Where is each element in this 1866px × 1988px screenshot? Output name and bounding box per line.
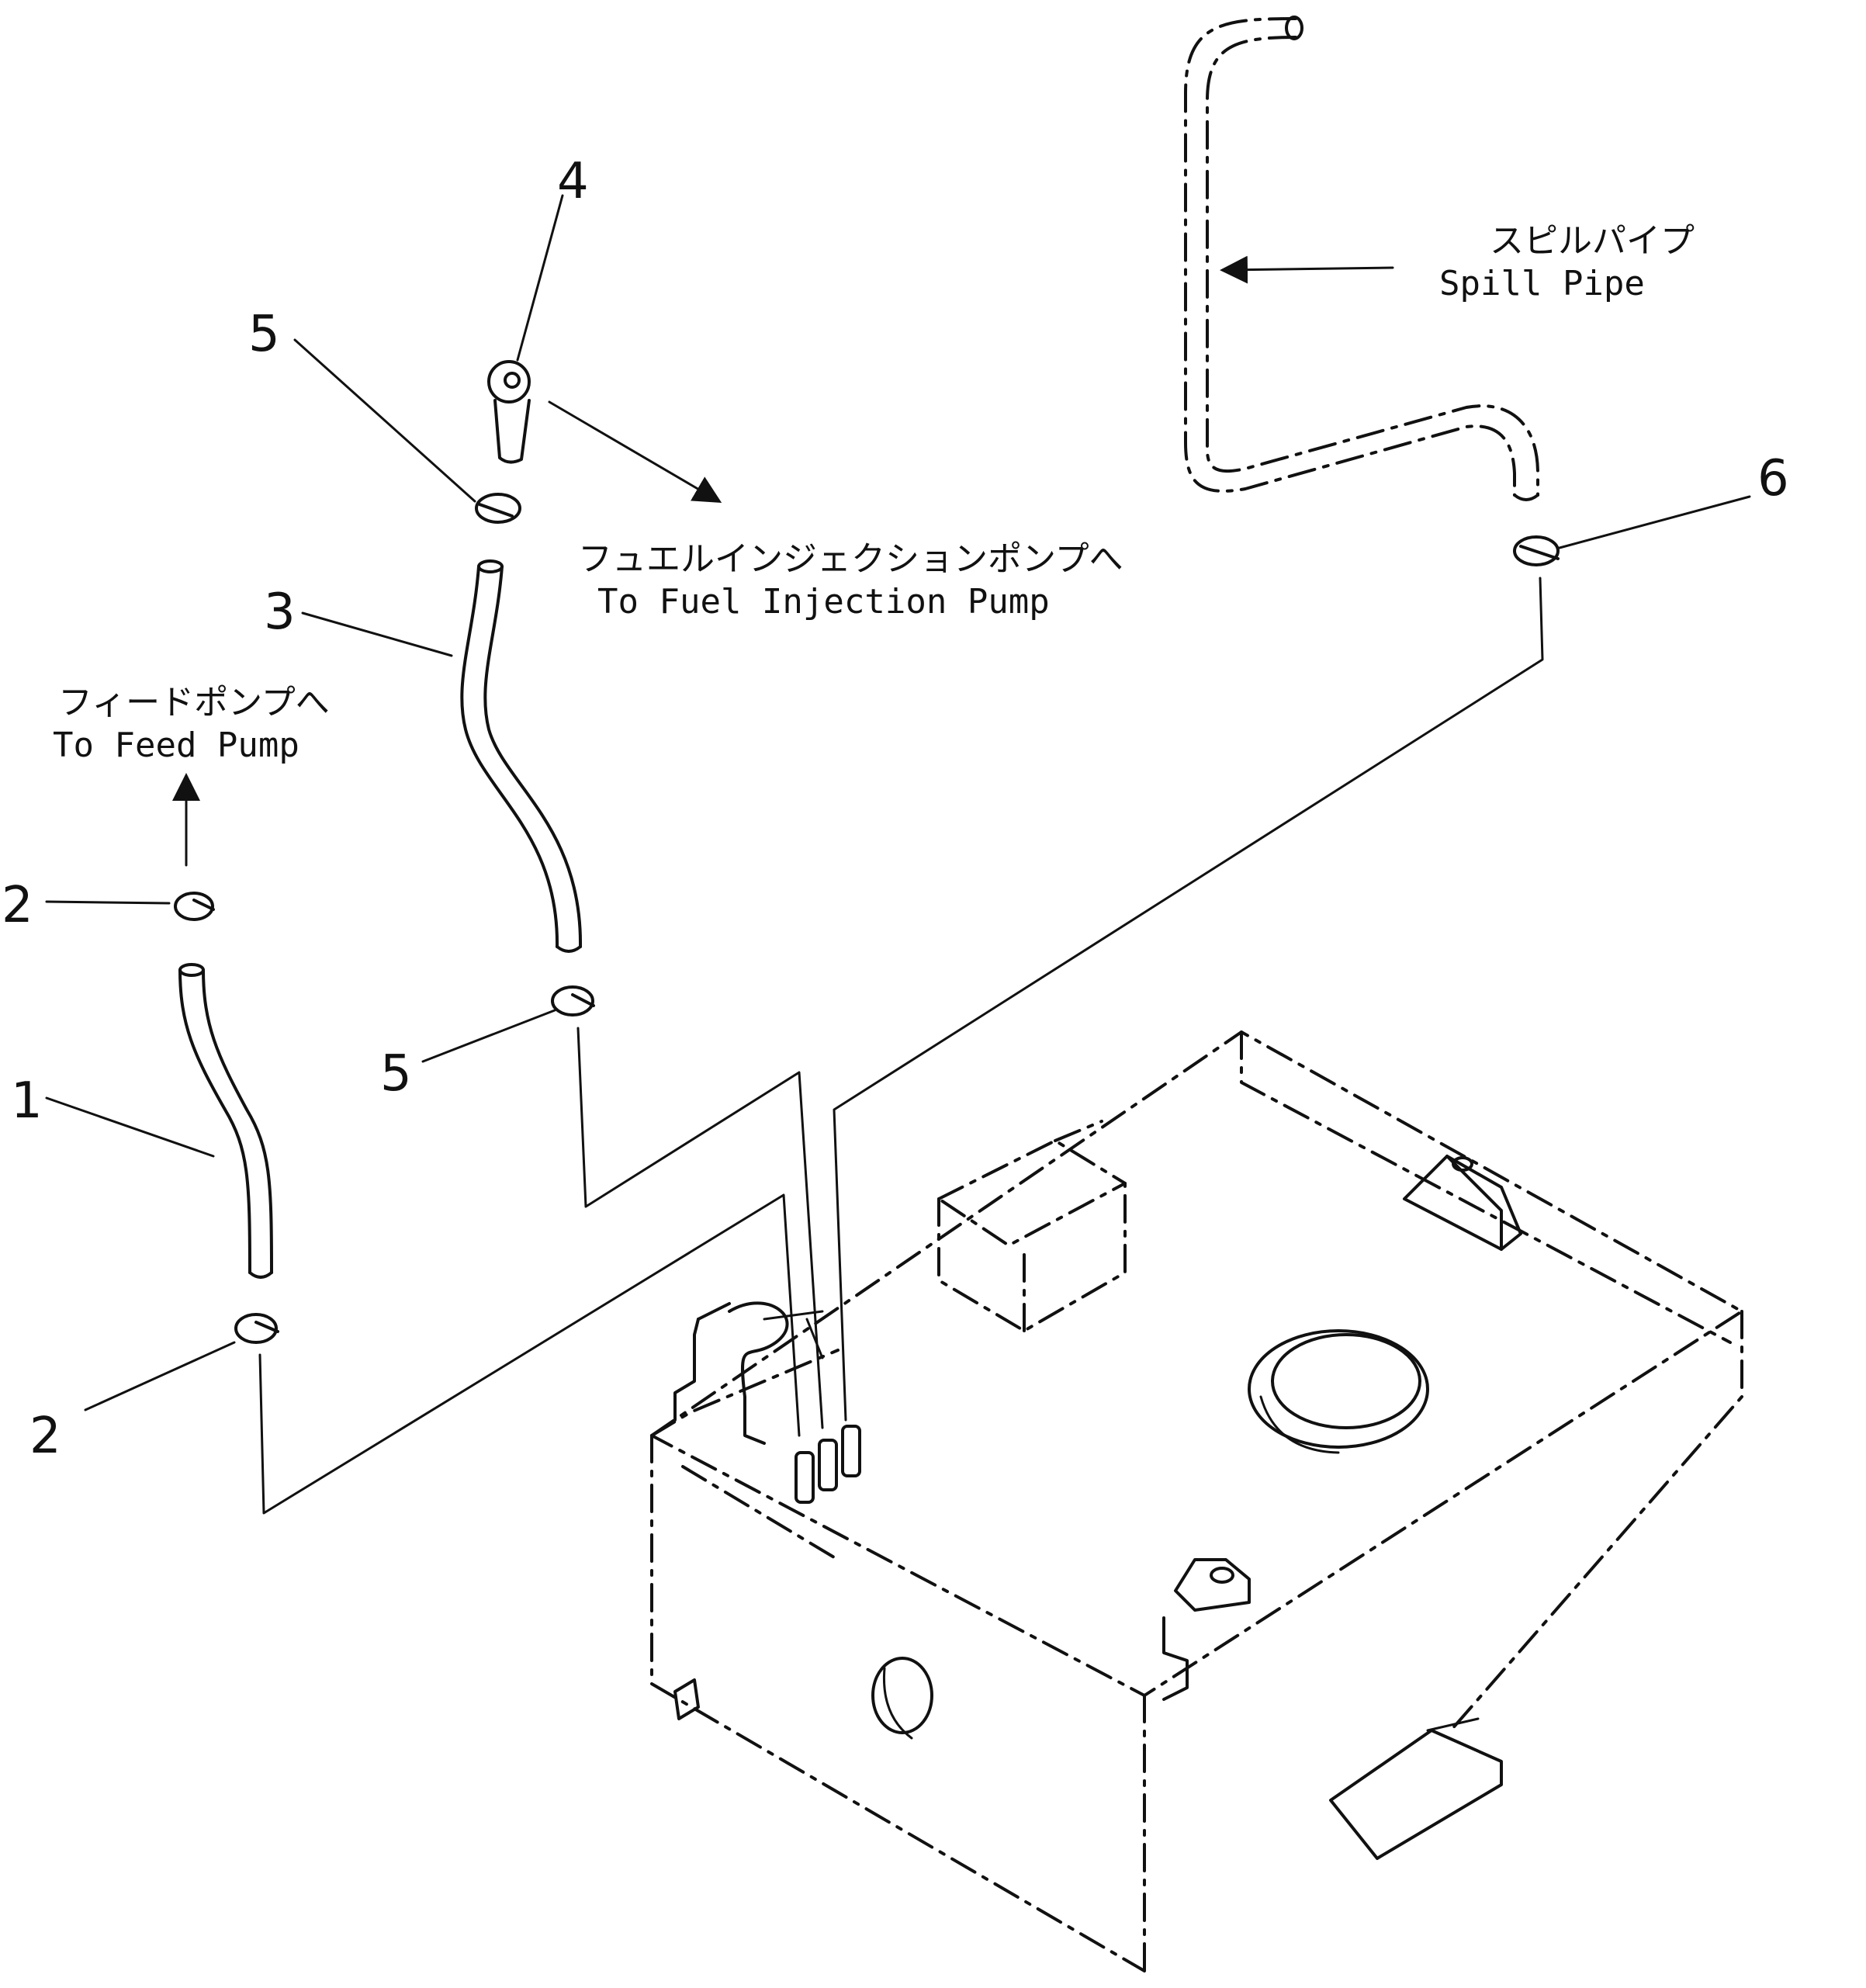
spill-pipe xyxy=(1184,16,1539,501)
tank-pipes xyxy=(795,1425,861,1504)
clamp-6 xyxy=(1513,535,1560,566)
routing-lines xyxy=(258,577,1544,1515)
label-injection-pump-jp: フュエルインジェクションポンプへ xyxy=(578,539,1123,579)
hose-3 xyxy=(460,559,583,953)
callout-2-lower: 2 xyxy=(29,1408,61,1465)
clamp-2-lower xyxy=(234,1313,279,1344)
callout-5-upper: 5 xyxy=(248,306,280,363)
label-feed-pump-en: To Feed Pump xyxy=(53,726,299,765)
direction-arrows xyxy=(172,255,1394,867)
label-feed-pump-jp: フィードポンプへ xyxy=(58,683,330,722)
label-spill-pipe-jp: スピルパイプ xyxy=(1490,221,1695,261)
callout-3: 3 xyxy=(264,584,296,641)
clamp-5-lower xyxy=(551,985,595,1017)
leader-lines xyxy=(45,194,1751,1411)
clamp-2-upper xyxy=(174,892,215,921)
callout-4: 4 xyxy=(557,153,589,210)
callout-1: 1 xyxy=(11,1072,43,1130)
label-injection-pump-en: To Fuel Injection Pump xyxy=(597,582,1050,622)
hose-1 xyxy=(178,963,273,1279)
label-spill-pipe-en: Spill Pipe xyxy=(1439,264,1645,303)
fitting-4 xyxy=(487,360,531,464)
callout-5-lower: 5 xyxy=(380,1045,412,1103)
clamp-5-upper xyxy=(475,493,521,524)
callout-2-upper: 2 xyxy=(2,877,33,934)
callout-6: 6 xyxy=(1757,450,1789,507)
fuel-tank xyxy=(650,1030,1743,1972)
